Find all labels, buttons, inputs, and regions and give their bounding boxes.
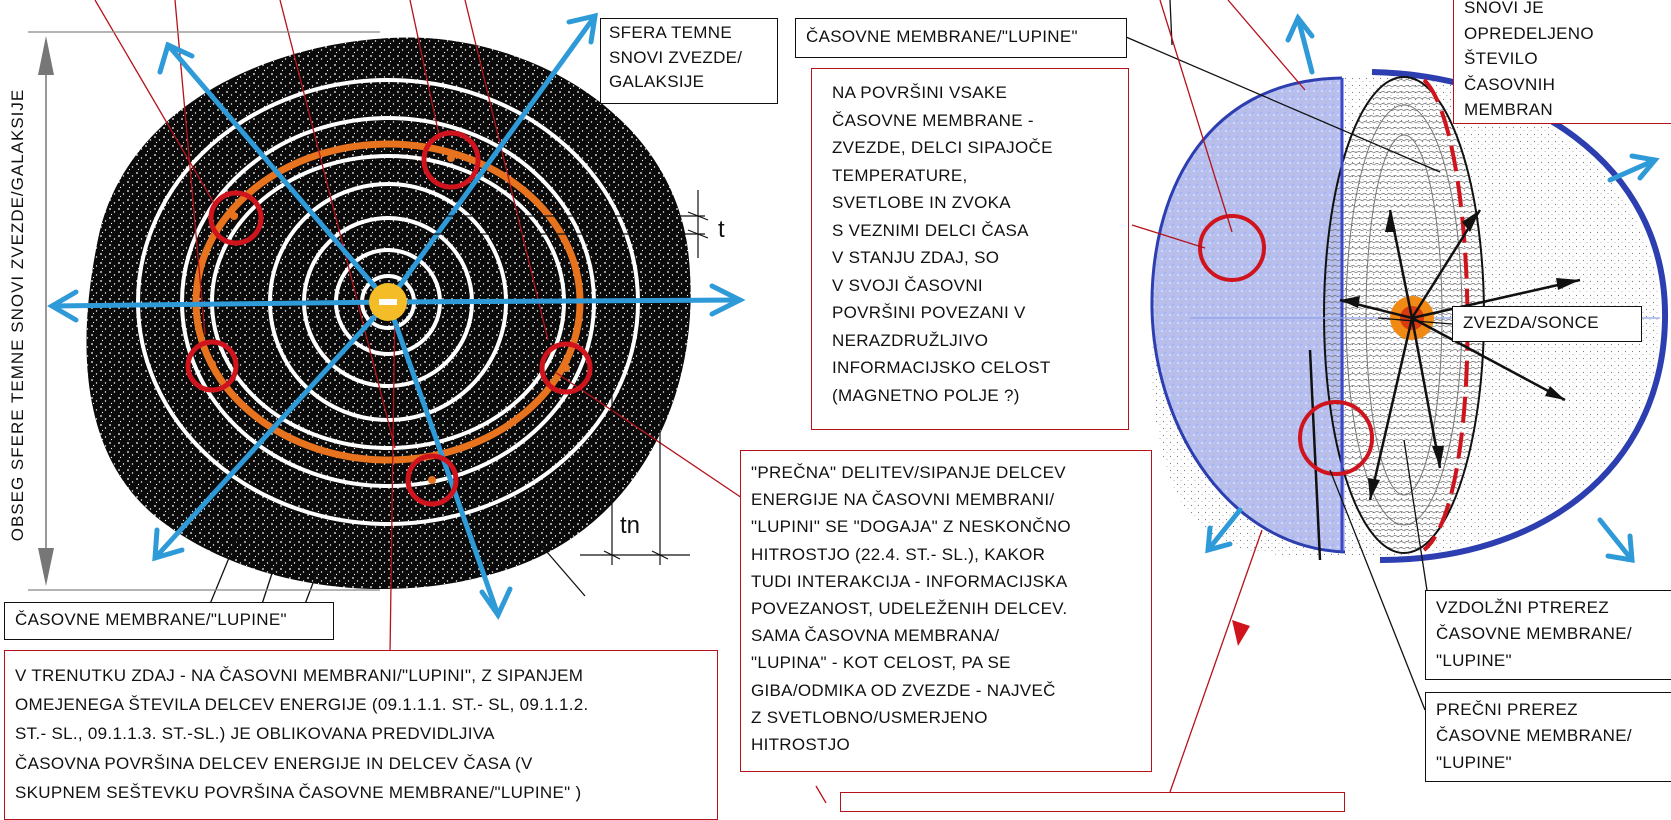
text-line: ČASOVNE MEMBRANE/ [1436,624,1632,644]
label-star-sun: ZVEZDA/SONCE [1452,306,1642,342]
arrowheads [47,12,746,621]
text-line: S VEZNIMI DELCI ČASA [832,220,1029,240]
text-line: POVEZANOST, UDELEŽENIH DELCEV. [751,598,1068,618]
vertical-axis-label: OBSEG SFERE TEMNE SNOVI ZVEZDE/GALAKSIJE [4,50,32,580]
text-line: HITROSTJO (22.4. ST.- SL.), KAKOR [751,544,1046,564]
text-line: ČASOVNIH [1464,74,1556,94]
text-line: GIBA/ODMIKA OD ZVEZDE - NAJVEČ [751,680,1056,700]
particle-circles [185,130,593,507]
text-line: V STANJU ZDAJ, SO [832,248,1000,268]
text-line: "PREČNA" DELITEV/SIPANJE DELCEV [751,463,1066,482]
sphere-radiation-arrows [1205,13,1660,563]
text-line: OPREDELJENO [1464,23,1594,43]
text-line: SKUPNEM SEŠTEVKU POVRŠINA ČASOVNE MEMBRA… [15,782,582,802]
vertical-dimension [28,31,380,591]
sphere-particle-circles [1198,214,1374,476]
label-longitudinal-section: VZDOLŽNI PTREREZ ČASOVNE MEMBRANE/ "LUPI… [1425,590,1671,680]
text-line: ENERGIJE NA ČASOVNI MEMBRANI/ [751,490,1055,510]
text-line: NA POVRŠINI VSAKE [832,83,1008,102]
right-red-leader-lines [815,0,1306,804]
text-line: (MAGNETNO POLJE ?) [832,385,1020,405]
text-line: SNOVI JE [1464,0,1544,17]
label-cross-section: PREČNI PREREZ ČASOVNE MEMBRANE/ "LUPINE" [1425,692,1671,782]
label-time-membranes-top: ČASOVNE MEMBRANE/"LUPINE" [795,18,1127,58]
text-line: ŠTEVILO [1464,49,1538,68]
internal-arrows [1308,209,1581,561]
text-line: INFORMACIJSKO CELOST [832,358,1051,378]
note-surface-particles: NA POVRŠINI VSAKE ČASOVNE MEMBRANE - ZVE… [811,68,1129,430]
text-line: "LUPINA" - KOT CELOST, PA SE [751,653,1011,673]
dimension-marks [402,190,709,565]
text-line: V TRENUTKU ZDAJ - NA ČASOVNI MEMBRANI/"L… [15,666,584,685]
text-line: HITROSTJO [751,734,851,754]
text-line: ČASOVNE MEMBRANE/ [1436,726,1632,746]
text-line: ČASOVNE MEMBRANE/"LUPINE" [15,610,287,629]
text-line: PREČNI PREREZ [1436,700,1578,719]
note-transverse-division: "PREČNA" DELITEV/SIPANJE DELCEV ENERGIJE… [740,450,1152,772]
text-line: SAMA ČASOVNA MEMBRANA/ [751,626,1000,646]
note-moment-now: V TRENUTKU ZDAJ - NA ČASOVNI MEMBRANI/"L… [4,650,718,820]
text-line: ČASOVNE MEMBRANE - [832,110,1034,130]
dimension-tn-label: tn [620,512,641,539]
text-line: VZDOLŽNI PTREREZ [1436,598,1609,617]
text-line: ST.- SL., 09.1.1.3. ST.-SL.) JE OBLIKOVA… [15,724,495,744]
text-line: NERAZDRUŽLJIVO [832,330,989,350]
diagram-artwork [28,0,1669,804]
text-line: "LUPINE" [1436,752,1512,772]
text-line: "LUPINE" [1436,650,1512,670]
label-dark-matter-sphere: SFERA TEMNE SNOVI ZVEZDE/ GALAKSIJE [600,18,778,104]
text-line: OMEJENEGA ŠTEVILA DELCEV ENERGIJE (09.1.… [15,695,589,715]
diagram-stage: SFERA TEMNE SNOVI ZVEZDE/ GALAKSIJE ČASO… [4,0,1671,820]
cutaway-sphere [1150,69,1669,563]
text-line: SVETLOBE IN ZVOKA [832,193,1011,213]
label-time-membranes-bottom: ČASOVNE MEMBRANE/"LUPINE" [4,602,334,640]
text-line: ČASOVNA POVRŠINA DELCEV ENERGIJE IN DELC… [15,753,533,773]
text-line: ZVEZDE, DELCI SIPAJOČE [832,138,1053,158]
text-line: SNOVI ZVEZDE/ [609,47,743,67]
text-line: TEMPERATURE, [832,165,968,185]
text-line: ČASOVNE MEMBRANE/"LUPINE" [806,27,1078,46]
note-membrane-count: SNOVI JE OPREDELJENO ŠTEVILO ČASOVNIH ME… [1453,0,1671,124]
dimension-t-label: t [718,216,725,243]
text-line: ZVEZDA/SONCE [1463,313,1599,332]
text-line: Z SVETLOBNO/USMERJENO [751,707,988,727]
text-line: POVRŠINI POVEZANI V [832,303,1026,323]
text-line: GALAKSIJE [609,72,705,92]
bottom-partial-box [840,792,1345,812]
black-leader-lines [209,529,586,605]
text-line: TUDI INTERAKCIJA - INFORMACIJSKA [751,571,1068,591]
vertical-axis-text: OBSEG SFERE TEMNE SNOVI ZVEZDE/GALAKSIJE [8,88,27,542]
text-line: V SVOJI ČASOVNI [832,275,983,295]
text-line: SFERA TEMNE [609,23,732,42]
text-line: MEMBRAN [1464,100,1553,119]
text-line: "LUPINI" SE "DOGAJA" Z NESKONČNO [751,517,1071,537]
